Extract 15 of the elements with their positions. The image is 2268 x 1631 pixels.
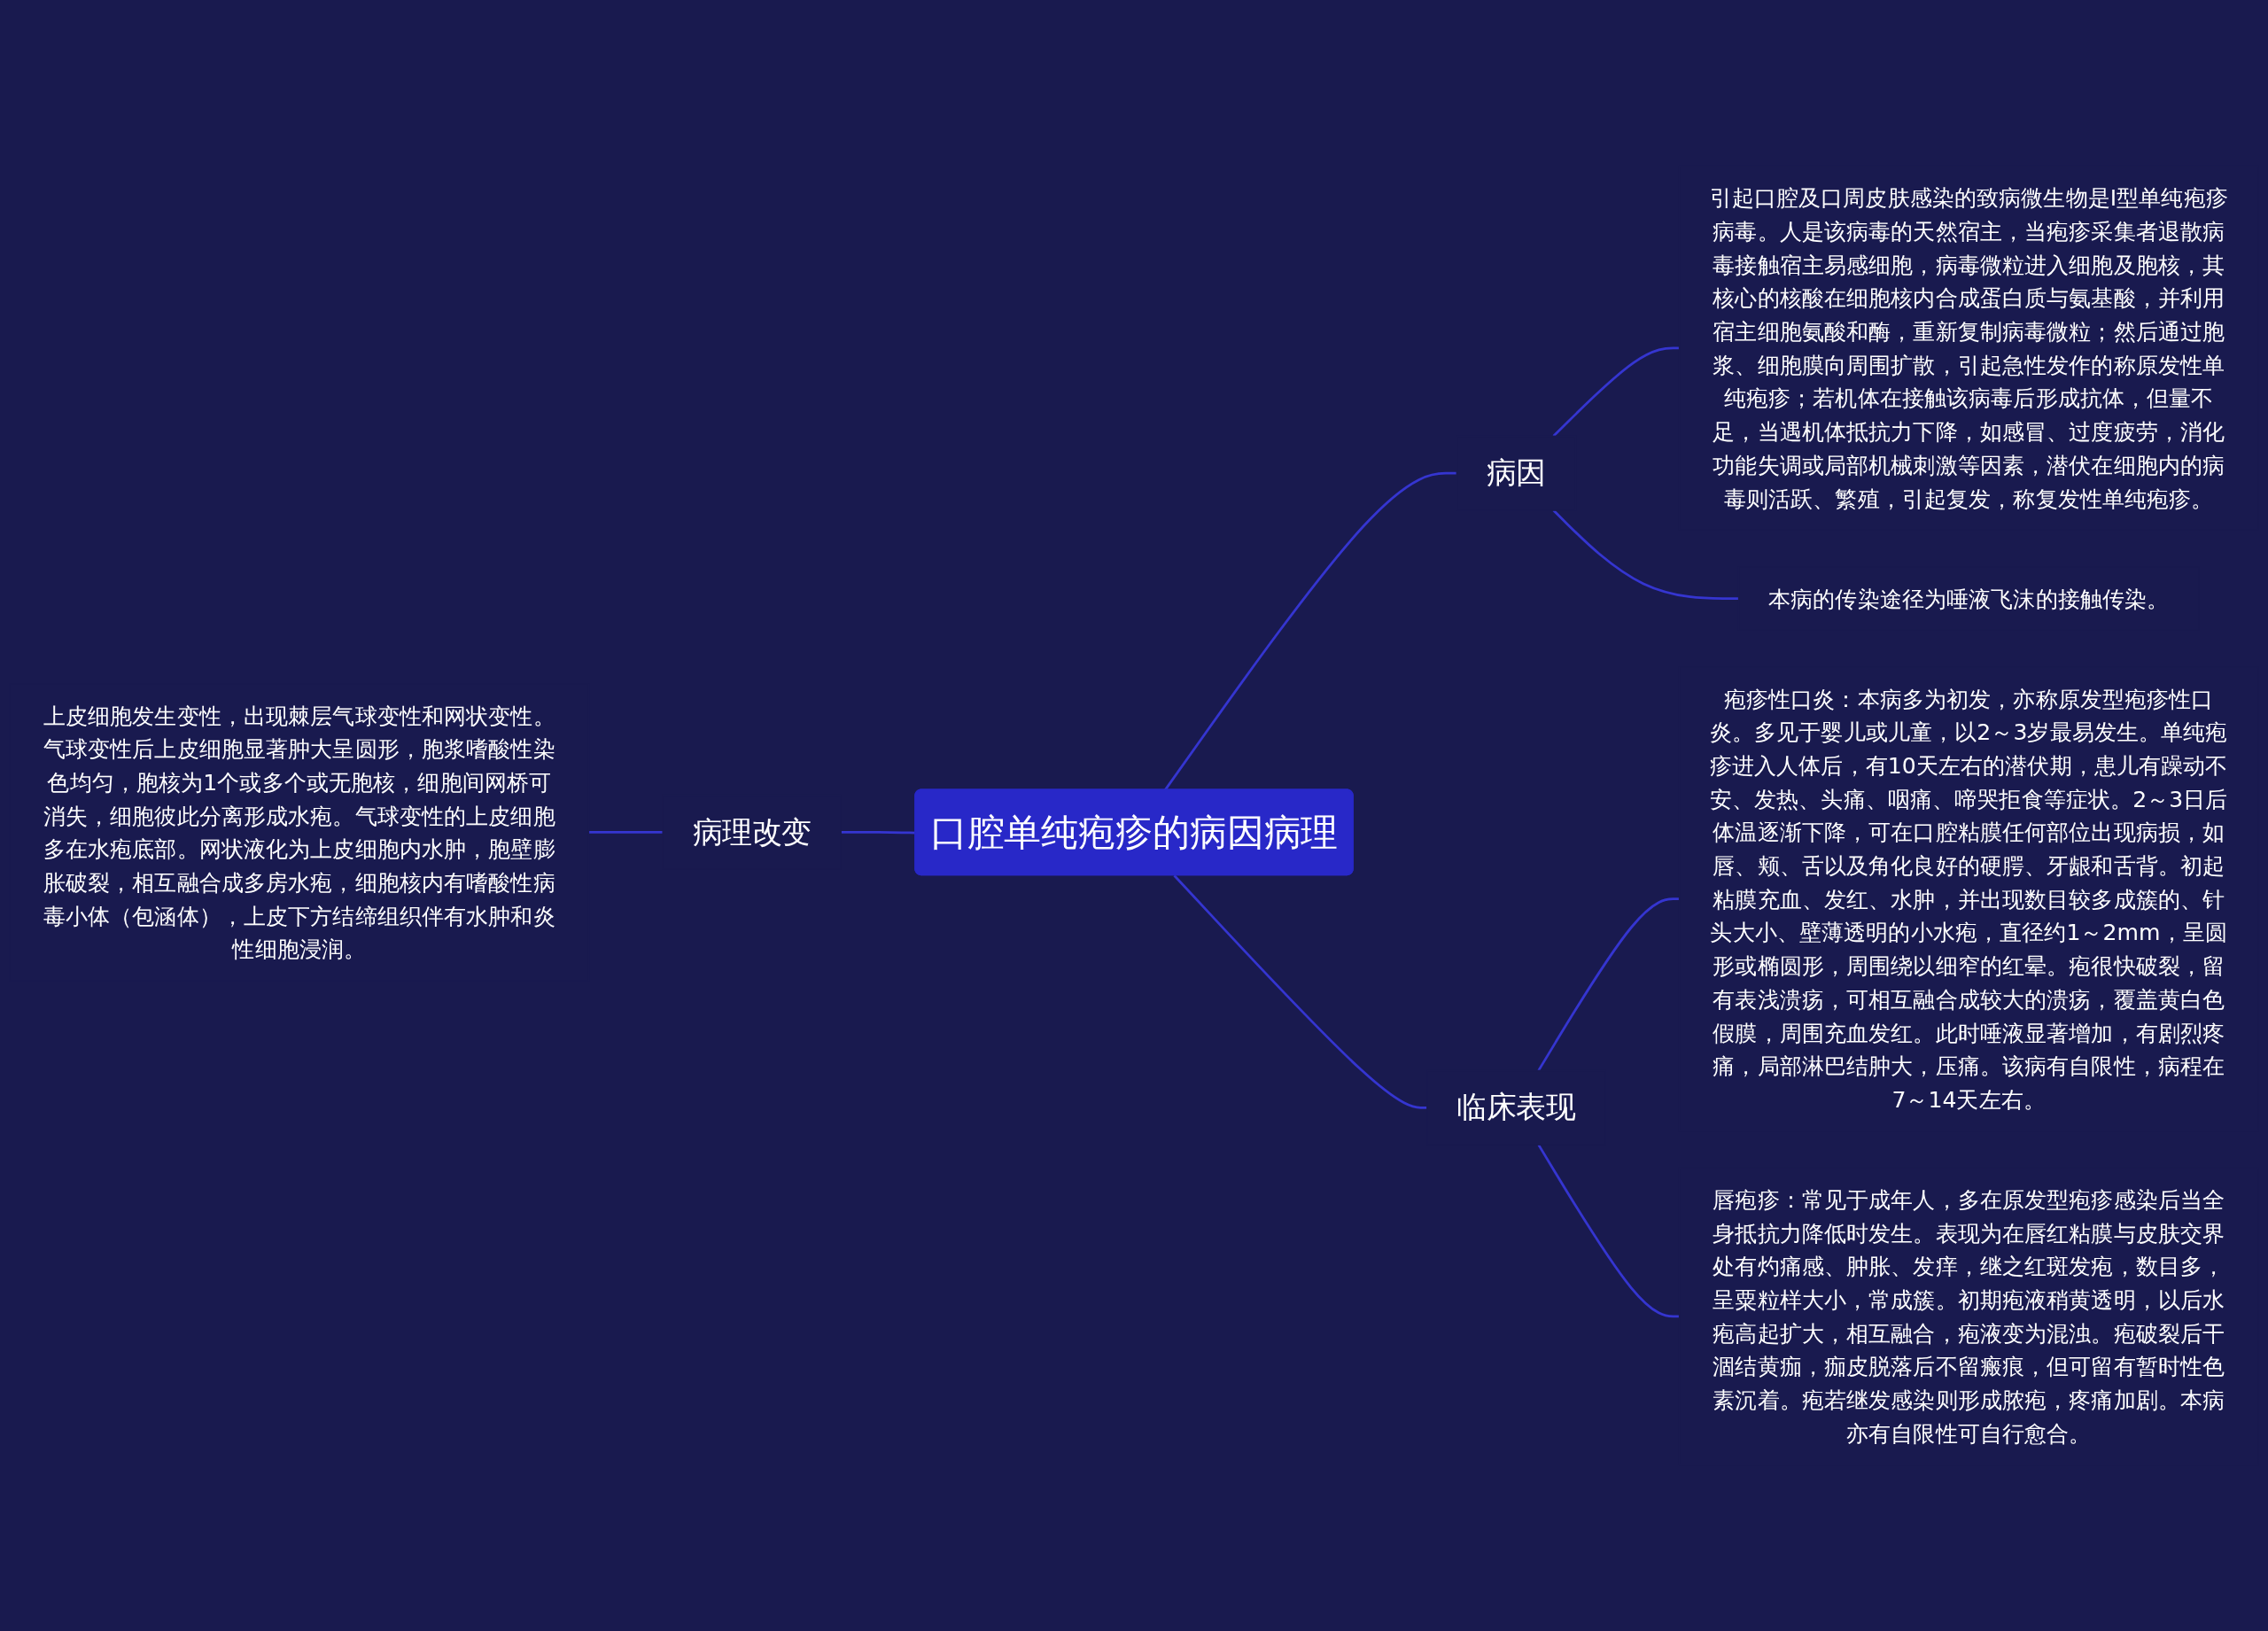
node-text: 引起口腔及口周皮肤感染的致病微生物是Ⅰ型单纯疱疹病毒。人是该病毒的天然宿主，当疱疹采集者退散病毒接触宿主易感细胞，病毒微粒进入细胞及胞核，其核心的核酸在细胞核内合成蛋白质与氨基酸，并利用宿主细胞氨酸和酶，重新复制病毒微粒；然后通过胞浆、细胞膜向周围扩散，引起急性发作的称原发性单纯疱疹；若机体在接触该病毒后形成抗体，但量不足，当遇机体抵抗力下降，如感冒、过度疲劳，消化功能失调或局部机械刺激等因素，潜伏在细胞内的病毒则活跃、繁殖，引起复发，称复发性单纯疱疹。 (1709, 184, 2228, 512)
node-text: 病理改变 (692, 814, 812, 850)
connector (1552, 509, 1739, 600)
node-text: 病因 (1486, 455, 1546, 491)
connector (588, 830, 664, 834)
node-text: 疱疹性口炎：本病多为初发，亦称原发型疱疹性口炎。多见于婴儿或儿童，以2～3岁最易发生。单纯疱疹进入人体后，有10天左右的潜伏期，患儿有躁动不安、发热、头痛、咽痛、啼哭拒食等症状。2～3日后体温逐渐下降，可在口腔粘膜任何部位出现病损，如唇、颊、舌以及角化良好的硬腭、牙龈和舌背。初起粘膜充血、发红、水肿，并出现数目较多成簇的、针头大小、壁薄透明的小水疱，直径约1～2mm，呈圆形或椭圆形，周围绕以细窄的红晕。疱很快破裂，留有表浅溃疡，可相互融合成较大的溃疡，覆盖黄白色假膜，周围充血发红。此时唾液显著增加，有剧烈疼痛，局部淋巴结肿大，压痛。该病有自限性，病程在7～14天左右。 (1709, 685, 2228, 1113)
connector (1552, 346, 1680, 438)
connector (1537, 1144, 1680, 1318)
connector (1163, 471, 1457, 791)
node-text: 上皮细胞发生变性，出现棘层气球变性和网状变性。气球变性后上皮细胞显著肿大呈圆形，胞浆嗜酸性染色均匀，胞核为1个或多个或无胞核，细胞间网桥可消失，细胞彼此分离形成水疱。气球变性的上皮细胞多在水疱底部。网状液化为上皮细胞内水肿，胞壁膨胀破裂，相互融合成多房水疱，细胞核内有嗜酸性病毒小体（包涵体），上皮下方结缔组织伴有水肿和炎性细胞浸润。 (43, 702, 555, 962)
node-text: 本病的传染途径为唾液飞沫的接触传染。 (1768, 585, 2170, 612)
connector (1173, 874, 1427, 1109)
connector (1537, 897, 1680, 1072)
node-text: 临床表现 (1456, 1090, 1576, 1125)
node-text: 唇疱疹：常见于成年人，多在原发型疱疹感染后当全身抵抗力降低时发生。表现为在唇红粘膜与皮肤交界处有灼痛感、肿胀、发痒，继之红斑发疱，数目多，呈粟粒样大小，常成簇。初期疱液稍黄透明，以后水疱高起扩大，相互融合，疱液变为混浊。疱破裂后干涸结黄痂，痂皮脱落后不留瘢痕，但可留有暂时性色素沉着。疱若继发感染则形成脓疱，疼痛加剧。本病亦有自限性可自行愈合。 (1713, 1186, 2225, 1447)
